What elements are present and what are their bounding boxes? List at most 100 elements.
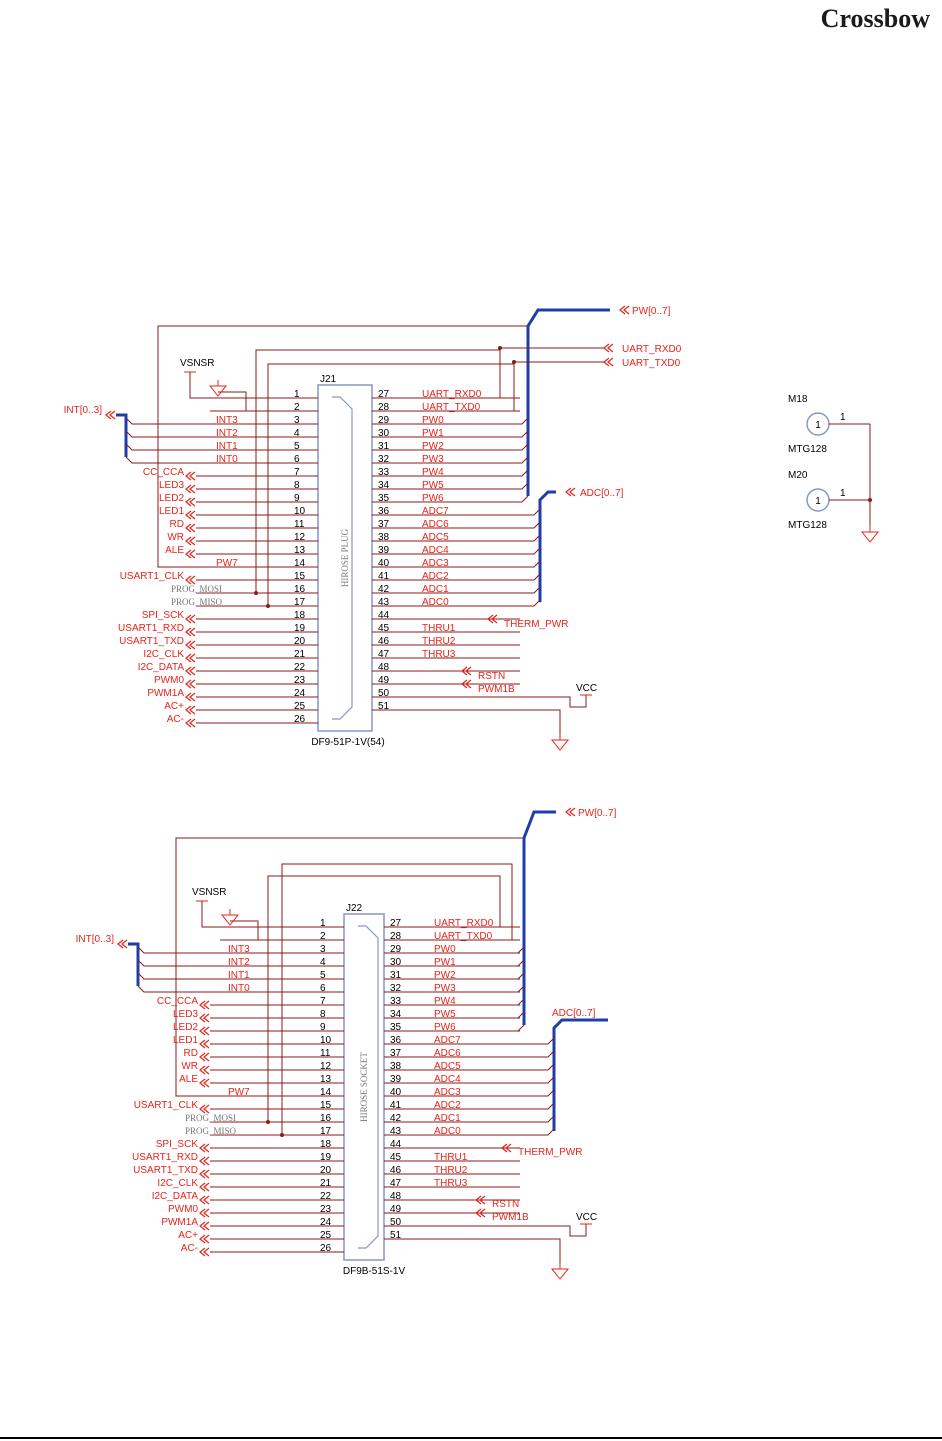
- j2-connector-body: [343, 913, 385, 1261]
- j1-vcc-label: VCC: [576, 683, 597, 694]
- j1-junction: [254, 591, 258, 595]
- j2-pw7-wire: [175, 837, 524, 1097]
- j2-pwm1b-arrow: [475, 1208, 486, 1218]
- j1-port-arrow: [185, 471, 196, 481]
- j1-pin-number: 11: [294, 519, 305, 530]
- j1-pin-number: 48: [378, 662, 390, 673]
- j2-ref-designator: J22: [346, 903, 363, 914]
- j2-pin-net-label: THRU2: [434, 1165, 468, 1176]
- j1-adc-bus-entry: [520, 508, 541, 516]
- j1-port-label: PWM1A: [147, 688, 184, 699]
- j1-port-label: USART1_TXD: [119, 636, 184, 647]
- j1-therm-arrow: [487, 614, 498, 624]
- j2-pin-number: 43: [390, 1126, 402, 1137]
- j1-pin-number: 30: [378, 428, 390, 439]
- j1-pin-number: 18: [294, 610, 306, 621]
- j1-junction: [498, 346, 502, 350]
- j1-port-label: LED2: [159, 493, 184, 504]
- j2-port-label: USART1_CLK: [134, 1100, 199, 1111]
- j1-pin-net-label: PW0: [422, 415, 444, 426]
- j2-rstn-arrow: [475, 1195, 486, 1205]
- j2-pin-number: 29: [390, 944, 402, 955]
- j2-connector-key: [358, 925, 379, 1249]
- j2-port-label: LED2: [173, 1022, 198, 1033]
- j1-int-bus-entry: [125, 443, 210, 451]
- j2-pin-number: 32: [390, 983, 402, 994]
- j2-port-arrow: [199, 1195, 210, 1205]
- j1-port-label: PROG_MOSI: [171, 584, 222, 594]
- j1-pin-number: 44: [378, 610, 390, 621]
- j1-adc-bus-entry: [520, 534, 541, 542]
- j2-pin-number: 45: [390, 1152, 402, 1163]
- j1-pin-number: 27: [378, 389, 390, 400]
- j1-adc-port-label: ADC[0..7]: [580, 488, 624, 499]
- j1-port-label: USART1_RXD: [118, 623, 184, 634]
- j1-pw-bus: [526, 308, 610, 496]
- j1-pin-number: 36: [378, 506, 390, 517]
- j1-port-arrow: [185, 549, 196, 559]
- j2-pw-bus-entry: [516, 1011, 525, 1019]
- j2-pin-net-label: THRU1: [434, 1152, 468, 1163]
- j1-pw-port-label: PW[0..7]: [632, 306, 671, 317]
- j2-pin-number: 3: [320, 944, 326, 955]
- j1-pin-number: 25: [294, 701, 306, 712]
- j1-pin-number: 14: [294, 558, 306, 569]
- j1-port-label: ALE: [165, 545, 184, 556]
- mh2-pin-label: 1: [840, 488, 846, 499]
- j1-adc-bus-entry: [520, 560, 541, 568]
- j2-pw-bus-entry: [516, 972, 525, 980]
- j2-pin-net-label: UART_RXD0: [434, 918, 494, 929]
- j2-pin-number: 33: [390, 996, 402, 1007]
- j1-pin-number: 45: [378, 623, 390, 634]
- j1-pin-number: 39: [378, 545, 390, 556]
- j1-pin-net-label: INT0: [216, 454, 238, 465]
- mh1-pin-label: 1: [840, 412, 846, 423]
- j2-pin-number: 18: [320, 1139, 332, 1150]
- j2-pin-number: 22: [320, 1191, 332, 1202]
- j2-pin-number: 25: [320, 1230, 332, 1241]
- j2-pin-number: 6: [320, 983, 326, 994]
- j2-pin-number: 30: [390, 957, 402, 968]
- j2-pin-number: 14: [320, 1087, 332, 1098]
- j1-port-label: WR: [167, 532, 184, 543]
- j1-pw-bus-entry: [520, 469, 529, 477]
- j1-pin-net-label: INT3: [216, 415, 238, 426]
- j1-port-label: I2C_DATA: [138, 662, 185, 673]
- j2-pw-bus-entry: [516, 959, 525, 967]
- mh1-ref-label: M18: [788, 394, 808, 405]
- j1-therm-port-label: THERM_PWR: [504, 619, 568, 630]
- j1-pin-net-label: ADC2: [422, 571, 449, 582]
- j1-vsnsr-label: VSNSR: [180, 358, 214, 369]
- j1-pin-number: 29: [378, 415, 390, 426]
- j2-pin-number: 51: [390, 1230, 402, 1241]
- j2-vcc-wire: [520, 1224, 587, 1237]
- j2-pin2-wire: [220, 920, 259, 941]
- j1-port-arrow: [185, 575, 196, 585]
- j1-pin-net-label: PW1: [422, 428, 444, 439]
- j1-pin-number: 24: [294, 688, 306, 699]
- j2-gnd-wire: [520, 1238, 561, 1263]
- j1-uart-rxd-port-label: UART_RXD0: [622, 344, 682, 355]
- j2-pin-number: 41: [390, 1100, 402, 1111]
- j2-port-label: I2C_DATA: [152, 1191, 199, 1202]
- j2-pw-bus-entry: [516, 998, 525, 1006]
- j2-pin-number: 26: [320, 1243, 332, 1254]
- j2-port-label: WR: [181, 1061, 198, 1072]
- j2-port-label: SPI_SCK: [156, 1139, 199, 1150]
- j1-pwm1b-arrow: [461, 679, 472, 689]
- j1-port-label: RD: [170, 519, 184, 530]
- j2-port-arrow: [199, 1013, 210, 1023]
- j2-pw-bus-entry: [516, 946, 525, 954]
- j1-int-bus: [116, 413, 128, 457]
- j2-pin-net-label: ADC4: [434, 1074, 461, 1085]
- j1-pin-net-label: ADC7: [422, 506, 449, 517]
- j1-connector-key: [332, 396, 353, 720]
- j2-int-bus-entry: [137, 985, 220, 993]
- j1-pin-number: 1: [294, 389, 300, 400]
- crossbow-logo: Crossbow: [820, 4, 930, 33]
- j2-port-label: USART1_TXD: [133, 1165, 198, 1176]
- j1-pw-bus-entry: [520, 495, 529, 503]
- j2-pin-number: 50: [390, 1217, 402, 1228]
- j2-adc-bus-entry: [520, 1102, 555, 1110]
- j1-int-bus-entry: [125, 417, 210, 425]
